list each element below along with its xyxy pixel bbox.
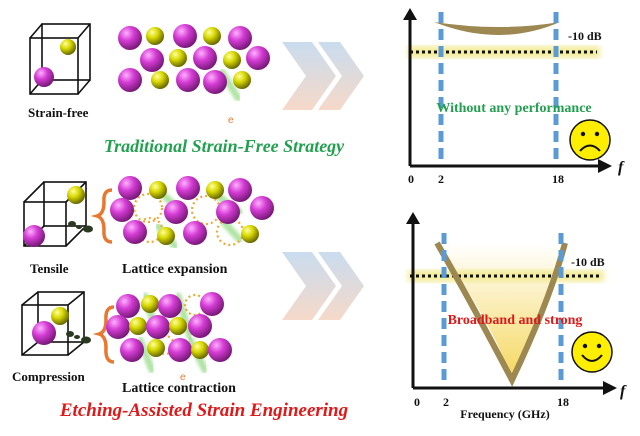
vacancy-ring	[190, 194, 222, 226]
bottom-chart: f -10 dB 0 2 18 Frequency (GHz) Broadban…	[406, 212, 627, 421]
ant-icon	[68, 221, 93, 233]
magenta-atom	[118, 176, 142, 200]
x-axis-symbol: f	[620, 383, 627, 400]
magenta-atom	[208, 338, 232, 362]
arrow-chevrons-top	[282, 42, 364, 110]
yellow-atom	[51, 307, 69, 325]
magenta-atom	[200, 292, 224, 316]
magenta-atom	[23, 225, 45, 247]
vacancy-ring	[132, 192, 164, 224]
yellow-atom	[151, 71, 169, 89]
ant-icon	[66, 331, 91, 344]
yellow-atom	[60, 39, 76, 55]
x-axis-label: Frequency (GHz)	[460, 407, 549, 421]
performance-annotation: Broadband and strong	[448, 313, 583, 328]
magenta-atom	[164, 200, 188, 224]
etching-strategy-title: Etching-Assisted Strain Engineering	[59, 400, 348, 421]
magenta-atom	[110, 198, 134, 222]
yellow-atom	[169, 49, 187, 67]
tensile-label: Tensile	[30, 261, 69, 276]
magenta-atom	[188, 314, 212, 338]
magenta-atom	[246, 46, 270, 70]
yellow-atom	[241, 225, 259, 243]
magenta-atom	[176, 68, 200, 92]
arrow-chevrons-bottom	[282, 252, 364, 320]
magenta-atom	[176, 176, 200, 200]
magenta-atom	[116, 294, 140, 318]
magenta-atom	[123, 220, 147, 244]
yellow-atom	[169, 317, 187, 335]
performance-annotation: Without any performance	[436, 101, 591, 116]
magenta-atom	[168, 338, 192, 362]
magenta-atom	[228, 178, 252, 202]
yellow-atom	[147, 339, 165, 357]
electron-label: e	[180, 372, 186, 383]
magenta-atom	[216, 200, 240, 224]
sad-face-icon	[569, 119, 611, 161]
brace	[92, 305, 115, 364]
x-axis-symbol: f	[618, 159, 625, 176]
yellow-atom	[233, 71, 251, 89]
tick-label: 0	[408, 172, 414, 186]
reference-label: -10 dB	[568, 29, 602, 43]
lattice-contraction-label: Lattice contraction	[122, 381, 236, 396]
strain-free-label: Strain-free	[28, 105, 89, 120]
smiley-face-icon	[571, 331, 613, 373]
yellow-atom	[141, 295, 159, 313]
strain-free-lattice	[118, 24, 270, 102]
magenta-atom	[118, 26, 142, 50]
yellow-atom	[223, 51, 241, 69]
yellow-atom	[157, 227, 175, 245]
magenta-atom	[32, 321, 56, 345]
magenta-atom	[118, 68, 142, 92]
magenta-atom	[183, 221, 207, 245]
magenta-atom	[250, 196, 274, 220]
magenta-atom	[34, 67, 54, 87]
top-chart: f -10 dB 0 2 18 Without any performance	[403, 8, 625, 186]
magenta-atom	[140, 48, 164, 72]
magenta-atom	[106, 315, 130, 339]
tick-label: 2	[438, 172, 444, 186]
reference-glow	[408, 46, 600, 58]
yellow-atom	[206, 181, 224, 199]
yellow-atom	[203, 27, 221, 45]
yellow-atom	[67, 186, 85, 204]
magenta-atom	[203, 70, 227, 94]
yellow-atom	[149, 181, 167, 199]
tick-label: 0	[414, 395, 420, 409]
tick-label: 2	[443, 395, 449, 409]
magenta-atom	[193, 46, 217, 70]
contracted-lattice	[106, 292, 232, 374]
yellow-atom	[129, 317, 147, 335]
expanded-lattice	[110, 176, 274, 250]
magenta-atom	[173, 24, 197, 48]
absorption-curve	[434, 22, 560, 35]
yellow-atom	[146, 27, 164, 45]
magenta-atom	[146, 315, 170, 339]
tick-label: 18	[557, 395, 569, 409]
compression-cube	[21, 291, 85, 356]
electron-label: e	[228, 115, 234, 126]
magenta-atom	[158, 294, 182, 318]
compression-label: Compression	[12, 369, 85, 384]
reference-label: -10 dB	[571, 255, 605, 269]
magenta-atom	[228, 26, 252, 50]
yellow-atom	[191, 341, 209, 359]
traditional-strategy-title: Traditional Strain-Free Strategy	[104, 136, 345, 156]
absorption-curve	[434, 241, 568, 387]
magenta-atom	[120, 338, 144, 362]
brace	[90, 188, 113, 244]
lattice-expansion-label: Lattice expansion	[122, 262, 228, 277]
tick-label: 18	[552, 172, 564, 186]
